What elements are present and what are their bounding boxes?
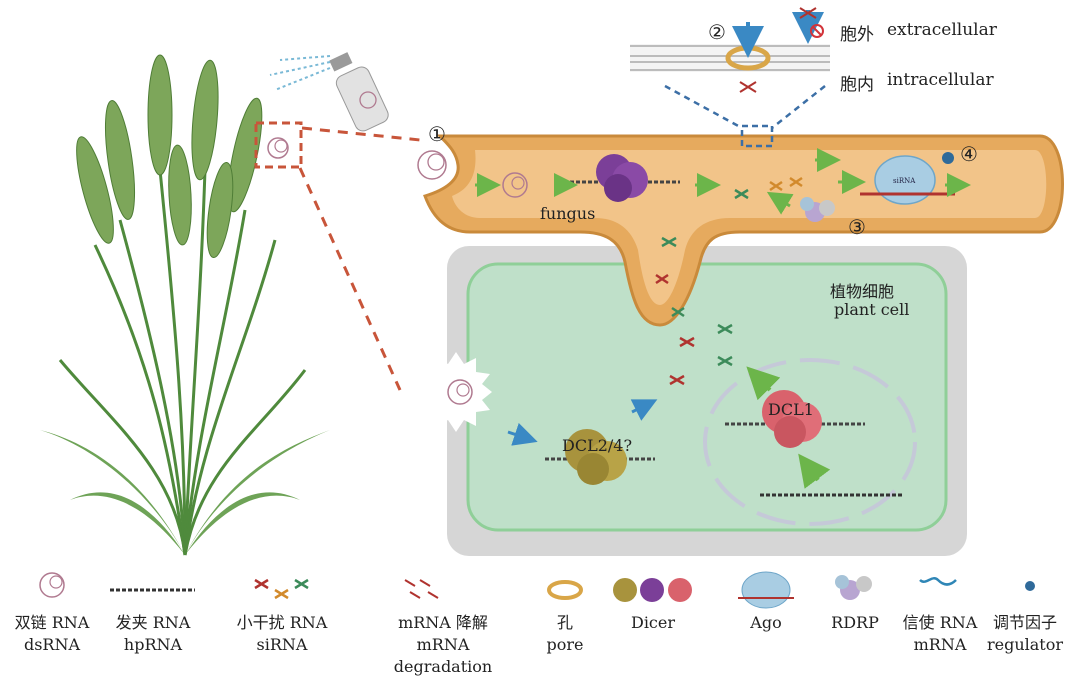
legend-zh: 信使 RNA (902, 613, 978, 632)
legend-zh: 调节因子 (992, 613, 1057, 632)
legend-en: regulator (986, 635, 1064, 654)
sigs-diagram (39, 7, 1064, 609)
dsrna-icon (39, 572, 65, 598)
legend-en: pore (546, 635, 584, 654)
legend-zh: 双链 RNA (14, 613, 90, 632)
wheat-plant (40, 54, 330, 556)
intracellular-en-label: intracellular (887, 70, 994, 90)
step4-marker: ④ (960, 142, 978, 166)
spray-bottle-icon (329, 52, 389, 132)
extracellular-zh-label: 胞外 (840, 25, 874, 45)
sirna-icon (254, 578, 309, 600)
legend-item-ago: Ago (706, 566, 826, 634)
legend-en: dsRNA (23, 635, 81, 654)
block-icon (810, 24, 824, 38)
plant-cell-en-label: plant cell (834, 300, 910, 319)
legend-item-regulator: 调节因子 regulator (970, 566, 1080, 656)
dicer-icon (613, 578, 692, 602)
legend-item-mrna-degradation: mRNA 降解 mRNA degradation (368, 566, 518, 678)
fungus-dsrna-entry (417, 150, 447, 180)
legend-zh: 发夹 RNA (115, 613, 191, 632)
legend-icons (39, 571, 1035, 609)
membrane-inset (630, 7, 830, 148)
fungal-regulator (942, 152, 954, 164)
intracellular-zh-label: 胞内 (840, 75, 874, 95)
legend-en: hpRNA (123, 635, 183, 654)
nucleus (703, 358, 917, 526)
mrna-icon (919, 577, 957, 586)
legend-item-dicer: Dicer (593, 566, 713, 634)
legend-item-pore: 孔 pore (505, 566, 625, 656)
step1-marker: ① (428, 122, 446, 146)
zoom-connectors (298, 126, 421, 391)
ago-icon (738, 571, 794, 609)
sirna-marks (655, 176, 803, 386)
legend-item-rdrp: RDRP (795, 566, 915, 634)
dcl24-dicer (545, 429, 655, 485)
spray-mist (269, 55, 331, 91)
fungal-ago (860, 155, 955, 205)
legend-en: siRNA (256, 635, 308, 654)
legend-en: RDRP (831, 613, 879, 632)
legend-item-dsrna: 双链 RNA dsRNA (0, 566, 112, 656)
legend-zh: mRNA 降解 (398, 613, 488, 632)
step3-marker: ③ (848, 215, 866, 239)
rdrp-icon (835, 575, 872, 600)
plant-cell-zh-label: 植物细胞 (830, 282, 895, 301)
plant-entry-dsrna (420, 352, 492, 432)
dcl1-label: DCL1 (768, 400, 814, 419)
extracellular-en-label: extracellular (887, 20, 997, 40)
fungus-dsrna (502, 172, 528, 198)
legend-en: mRNA (913, 635, 967, 654)
legend-item-sirna: 小干扰 RNA siRNA (222, 566, 342, 656)
legend-zh: 小干扰 RNA (236, 613, 328, 632)
legend-en: mRNA degradation (393, 635, 493, 676)
legend-en: Dicer (630, 613, 676, 632)
fungal-dicer (570, 154, 680, 202)
plant-dsrna-icon (267, 137, 289, 159)
dcl24-label: DCL2/4? (562, 436, 633, 455)
mrna-degradation-icon (404, 579, 439, 599)
fungal-rdrp (800, 197, 835, 222)
legend-en: Ago (750, 613, 782, 632)
legend-zh: 孔 (556, 613, 573, 632)
step2-marker: ② (708, 20, 726, 44)
fungus-label: fungus (540, 204, 596, 223)
dcl1-dicer (725, 390, 865, 448)
sirna-tag-label: siRNA (893, 177, 916, 185)
regulator-icon (1025, 581, 1035, 591)
pore-icon-legend (547, 580, 583, 600)
legend-item-hprna: 发夹 RNA hpRNA (93, 566, 213, 656)
legend-item-mrna: 信使 RNA mRNA (880, 566, 1000, 656)
